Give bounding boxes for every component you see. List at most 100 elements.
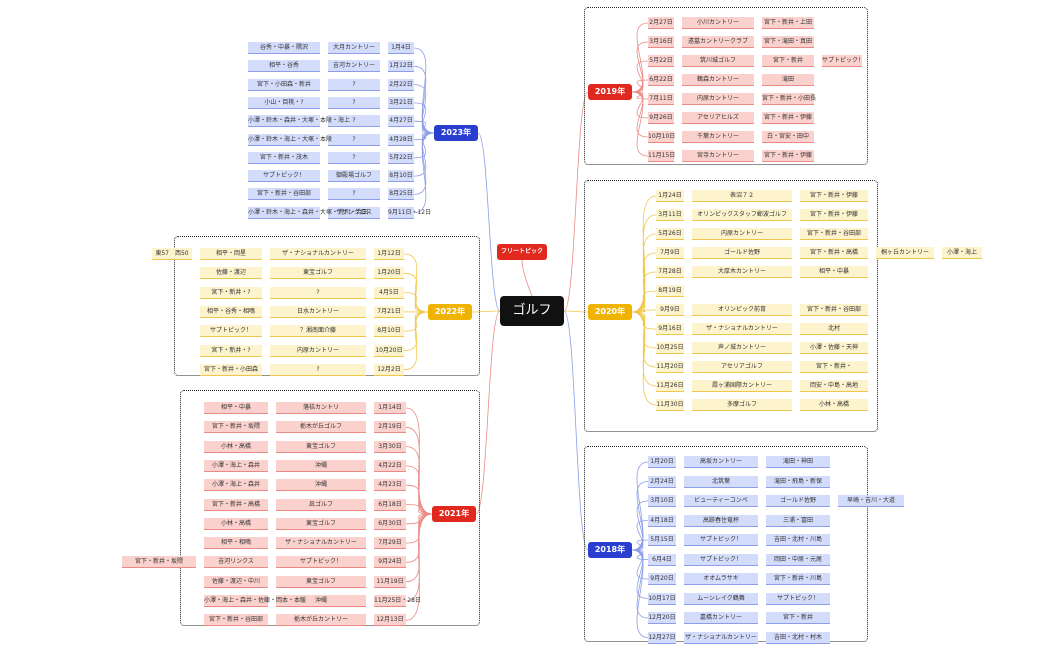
date-node[interactable]: 1月12日: [388, 60, 414, 73]
detail-node[interactable]: 宮下・新井・谷田部: [204, 614, 268, 627]
date-node[interactable]: 8月25日: [388, 188, 414, 201]
detail-node[interactable]: 千葉カントリー: [682, 131, 754, 143]
detail-node[interactable]: 声ノ城カントリー: [692, 342, 792, 354]
date-node[interactable]: 11月20日: [656, 361, 684, 373]
detail-node[interactable]: 北筑葉: [684, 475, 758, 488]
detail-node[interactable]: 落桔カントリ: [276, 402, 366, 414]
detail-node[interactable]: オリンピック前育: [692, 304, 792, 316]
detail-node[interactable]: 宮下・新井: [766, 612, 830, 624]
detail-node[interactable]: ?: [328, 115, 380, 128]
date-node[interactable]: 7月9日: [656, 247, 684, 259]
detail-node[interactable]: 栃木が丘ゴルフ: [276, 421, 366, 434]
detail-node[interactable]: アセリアゴルフ: [692, 361, 792, 373]
detail-node[interactable]: 小澤・佐藤・天神: [800, 342, 868, 354]
detail-node[interactable]: 相平・中暴: [204, 402, 268, 414]
date-node[interactable]: 4月18日: [648, 514, 676, 527]
date-node[interactable]: 3月16日: [648, 36, 674, 48]
floating-topic[interactable]: フリートピック: [497, 244, 547, 260]
date-node[interactable]: 9月24日: [374, 556, 406, 569]
detail-node[interactable]: 大月カントリー: [328, 42, 380, 54]
detail-node[interactable]: ?: [270, 286, 366, 299]
year-topic[interactable]: 2023年: [434, 125, 478, 141]
date-node[interactable]: 3月10日: [648, 495, 676, 507]
detail-node[interactable]: 岡安・中島・高地: [800, 380, 868, 392]
detail-node[interactable]: オオムラサキ: [684, 573, 758, 585]
detail-node[interactable]: 岡田・中原・元尾: [766, 553, 830, 566]
date-node[interactable]: 2月24日: [648, 475, 676, 488]
detail-node[interactable]: 筑川城ゴルフ: [682, 55, 754, 67]
detail-node[interactable]: 滝田: [762, 74, 814, 86]
date-node[interactable]: 4月5日: [374, 286, 404, 299]
date-node[interactable]: 7月29日: [374, 537, 406, 550]
detail-node[interactable]: ?: [328, 151, 380, 164]
detail-node[interactable]: 宮下・新井・?: [200, 344, 262, 357]
detail-node[interactable]: 吉河リンクス: [204, 556, 268, 569]
detail-node[interactable]: 宮下・新井・?: [200, 286, 262, 299]
detail-node[interactable]: 沖縄: [276, 479, 366, 492]
date-node[interactable]: 12月2日: [374, 363, 404, 376]
detail-node[interactable]: 高跡春住竜杯: [684, 514, 758, 527]
date-node[interactable]: 2月27日: [648, 17, 674, 29]
detail-node[interactable]: 宮下・新井・谷田部: [248, 188, 320, 201]
date-node[interactable]: 11月25日・28日: [374, 595, 421, 607]
detail-node[interactable]: 宮下・新井: [762, 55, 814, 67]
detail-node[interactable]: 内原カントリー: [270, 344, 366, 357]
detail-node[interactable]: サプトピック！: [766, 592, 830, 605]
detail-node[interactable]: 沖縄: [276, 595, 366, 607]
detail-node[interactable]: 小澤・鈴木・海上・森井・大塚・荒川・合田: [248, 206, 368, 219]
date-node[interactable]: 1月20日: [374, 267, 404, 280]
detail-node[interactable]: ?: [328, 78, 380, 91]
detail-node[interactable]: 小澤・海上・森井・佐藤・岡本・本暖: [204, 595, 306, 607]
date-node[interactable]: 5月22日: [388, 151, 414, 164]
date-node[interactable]: 7月28日: [656, 266, 684, 278]
date-node[interactable]: 10月20日: [374, 344, 404, 357]
detail-node[interactable]: サプトピック！: [684, 553, 758, 566]
date-node[interactable]: 10月17日: [648, 592, 676, 605]
date-node[interactable]: 9月26日: [648, 112, 674, 124]
detail-node[interactable]: 宮下・新井・伊藤: [800, 209, 868, 221]
date-node[interactable]: 11月15日: [648, 150, 675, 162]
date-node[interactable]: 11月19日: [374, 575, 406, 588]
detail-node[interactable]: ザ・ナショナルカントリー: [276, 537, 366, 550]
date-node[interactable]: 11月30日: [656, 399, 684, 411]
year-topic[interactable]: 2019年: [588, 84, 632, 100]
date-node[interactable]: 10月25日: [656, 342, 684, 354]
detail-node[interactable]: ザ・ナショナルカントリー: [684, 631, 758, 644]
detail-node[interactable]: 遠墓カントリークラブ: [682, 36, 754, 48]
detail-node[interactable]: 宮下・新井・谷田部: [800, 304, 868, 316]
detail-node[interactable]: 小澤・海上: [942, 247, 982, 259]
detail-node[interactable]: 小澤・海上・森井: [204, 479, 268, 492]
date-node[interactable]: 3月30日: [374, 440, 406, 453]
detail-node[interactable]: 宮寺カントリー: [682, 150, 754, 162]
detail-node[interactable]: 東宝ゴルフ: [270, 267, 366, 280]
date-node[interactable]: 4月22日: [374, 459, 406, 472]
date-node[interactable]: 1月14日: [374, 402, 406, 414]
detail-node[interactable]: 宮下・新井・坂隈: [122, 556, 196, 569]
date-node[interactable]: 4月27日: [388, 115, 414, 128]
detail-node[interactable]: オリンピックスタッフ郵波ゴルフ: [692, 209, 792, 221]
detail-node[interactable]: 佐藤・渡辺・中川: [204, 575, 268, 588]
year-topic[interactable]: 2018年: [588, 542, 632, 558]
date-node[interactable]: 12月13日: [374, 614, 406, 627]
detail-node[interactable]: 宮下・新井・: [800, 361, 868, 373]
date-node[interactable]: 2月19日: [374, 421, 406, 434]
detail-node[interactable]: 高坂カントリー: [684, 456, 758, 468]
detail-node[interactable]: 宮下・滝田・真田: [762, 36, 814, 48]
detail-node[interactable]: 多摩ゴルフ: [692, 399, 792, 411]
detail-node[interactable]: 小川カントリー: [682, 17, 754, 29]
detail-node[interactable]: 相平・岡星: [200, 248, 262, 260]
detail-node[interactable]: 吉田・北村・川島: [766, 534, 830, 546]
detail-node[interactable]: 北村: [800, 323, 868, 335]
detail-node[interactable]: 栃木が丘カントリー: [276, 614, 366, 627]
detail-node[interactable]: 小山・目桃・?: [248, 96, 320, 109]
detail-node[interactable]: 東宝ゴルフ: [276, 440, 366, 453]
detail-node[interactable]: 東宝ゴルフ: [276, 575, 366, 588]
detail-node[interactable]: 吉田・北村・村木: [766, 631, 830, 644]
detail-node[interactable]: ?: [328, 188, 380, 201]
detail-node[interactable]: サプトピック！: [248, 170, 320, 183]
detail-node[interactable]: 佐藤・渡辺: [200, 267, 262, 280]
date-node[interactable]: 4月23日: [374, 479, 406, 492]
detail-node[interactable]: 宮下・新井・高橋: [800, 247, 868, 259]
detail-node[interactable]: ゴールド佐野: [692, 247, 792, 259]
detail-node[interactable]: 谷秀・中暴・隅沢: [248, 42, 320, 54]
